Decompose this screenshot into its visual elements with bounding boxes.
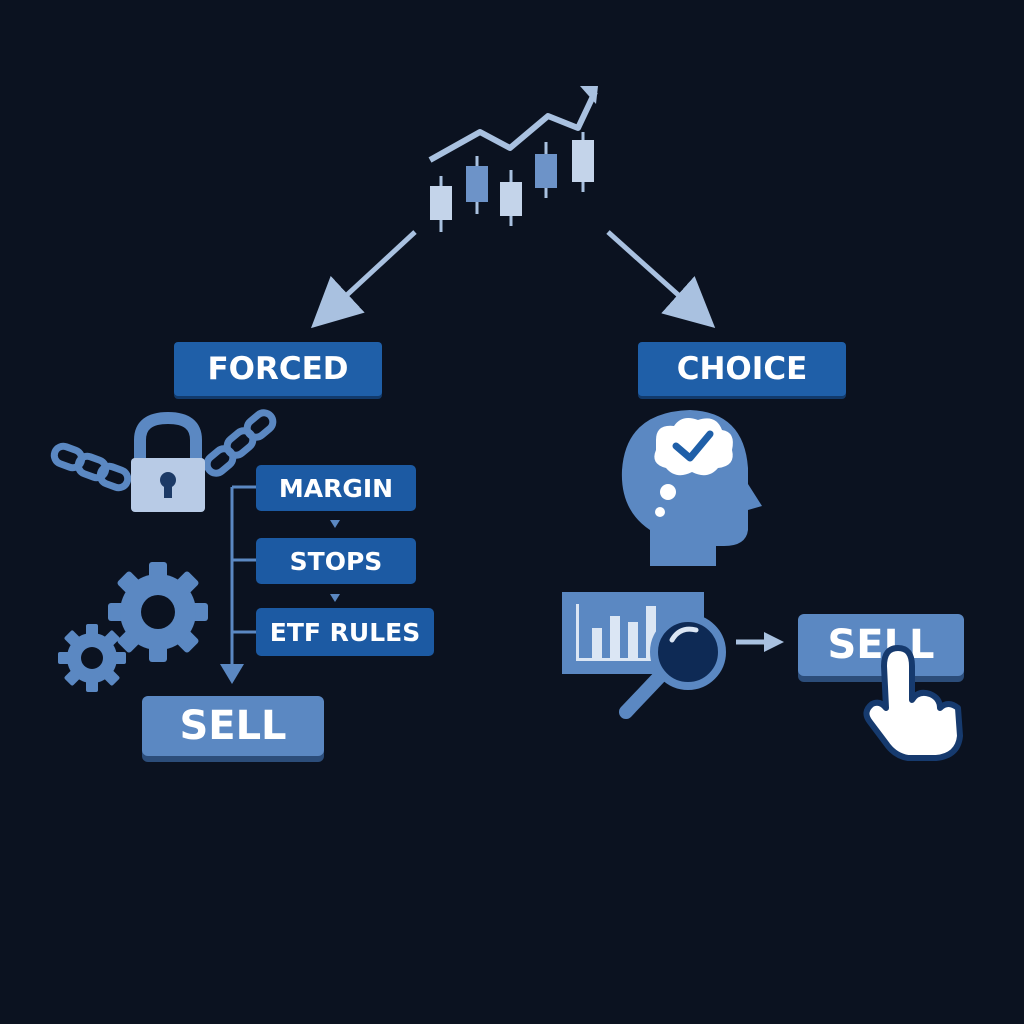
head-thought-icon	[621, 410, 762, 566]
magnifier-icon	[619, 614, 726, 719]
chain-icon	[50, 409, 277, 492]
step-stops: STOPS	[256, 538, 416, 584]
sell-button-forced[interactable]: SELL	[142, 696, 324, 756]
gear-icon	[58, 562, 208, 692]
forced-flow-line	[230, 485, 256, 672]
choice-label: CHOICE	[638, 342, 846, 396]
step-connector-2	[330, 594, 340, 602]
checkmark-icon	[672, 430, 714, 462]
arrow-to-forced	[310, 230, 417, 329]
trend-candlestick-icon	[428, 86, 598, 232]
forced-label: FORCED	[174, 342, 382, 396]
step-etf-rules: ETF RULES	[256, 608, 434, 656]
padlock-icon	[131, 411, 205, 512]
step-margin: MARGIN	[256, 465, 416, 511]
arrow-to-choice	[606, 230, 716, 329]
forced-flow-arrowhead	[220, 664, 244, 684]
sell-button-choice[interactable]: SELL	[798, 614, 964, 676]
arrow-to-sell-head	[764, 632, 784, 652]
step-connector-1	[330, 520, 340, 528]
